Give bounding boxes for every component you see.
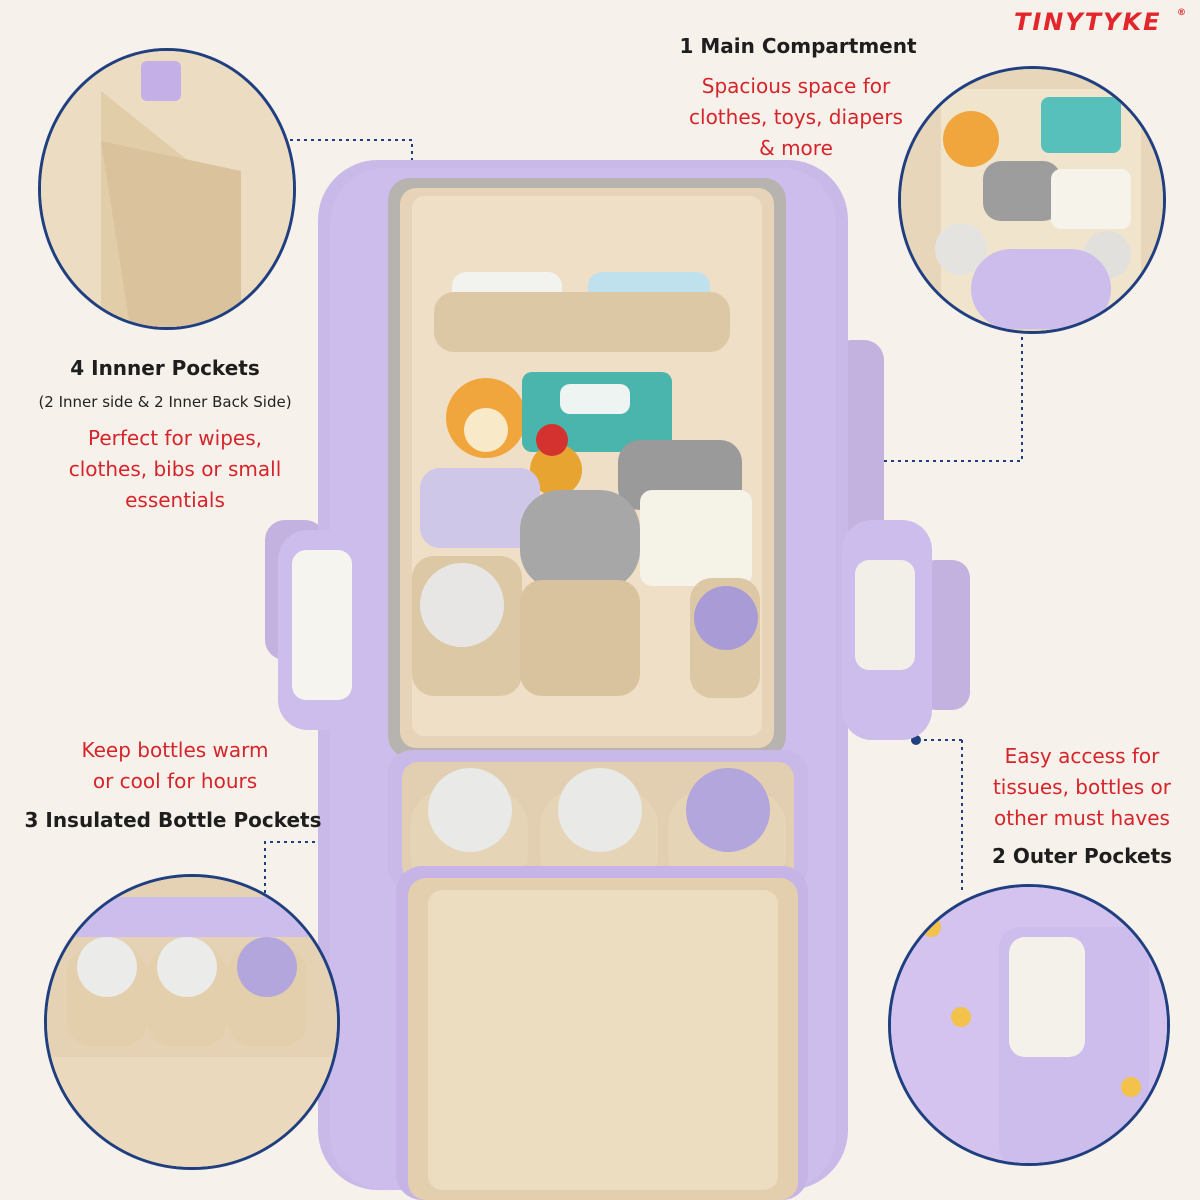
- outer-pockets-line-3: other must haves: [994, 806, 1170, 830]
- main-compartment-line-1: Spacious space for: [701, 74, 891, 98]
- front-bottles: [410, 768, 786, 890]
- inner-pockets-photo: [41, 51, 293, 327]
- bottle-pockets-detail-circle: [44, 874, 340, 1170]
- bottle-pockets-line-1: Keep bottles warm: [81, 738, 269, 762]
- connector-main-compartment: [852, 330, 1023, 462]
- main-compartment-line-3: & more: [759, 136, 833, 160]
- bottle-pockets-line-2: or cool for hours: [92, 769, 258, 793]
- outer-pockets-photo: [891, 887, 1167, 1163]
- inner-pockets-detail-circle: [38, 48, 296, 330]
- registered-mark: ®: [1177, 8, 1188, 18]
- inner-pockets-subtitle: (2 Inner side & 2 Inner Back Side): [38, 393, 292, 411]
- main-compartment-description: Spacious space for clothes, toys, diaper…: [650, 71, 942, 164]
- outer-pockets-line-1: Easy access for: [1004, 744, 1160, 768]
- inner-pockets-title: 4 Innner Pockets: [70, 356, 260, 380]
- inner-pockets-description: Perfect for wipes, clothes, bibs or smal…: [30, 423, 320, 516]
- outer-pockets-line-2: tissues, bottles or: [992, 775, 1172, 799]
- outer-pockets-description: Easy access for tissues, bottles or othe…: [972, 741, 1192, 834]
- brand-logo: TINYTYKE ®: [1014, 8, 1190, 42]
- bottle-pockets-description: Keep bottles warm or cool for hours: [40, 735, 310, 797]
- logo-text: TINYTYKE: [1014, 8, 1162, 36]
- bottle-pockets-photo: [47, 877, 337, 1167]
- main-compartment-photo: [901, 69, 1163, 331]
- outer-pockets-title: 2 Outer Pockets: [991, 844, 1173, 868]
- inner-pockets-line-1: Perfect for wipes,: [88, 426, 262, 450]
- inner-pockets-line-2: clothes, bibs or small: [68, 457, 282, 481]
- bottle-pockets-title: 3 Insulated Bottle Pockets: [24, 808, 322, 832]
- main-compartment-line-2: clothes, toys, diapers: [689, 105, 903, 129]
- main-compartment-title: 1 Main Compartment: [679, 34, 917, 58]
- connector-inner-pockets: [290, 139, 413, 288]
- inner-pockets-line-3: essentials: [125, 488, 225, 512]
- outer-pockets-detail-circle: [888, 884, 1170, 1166]
- main-compartment-detail-circle: [898, 66, 1166, 334]
